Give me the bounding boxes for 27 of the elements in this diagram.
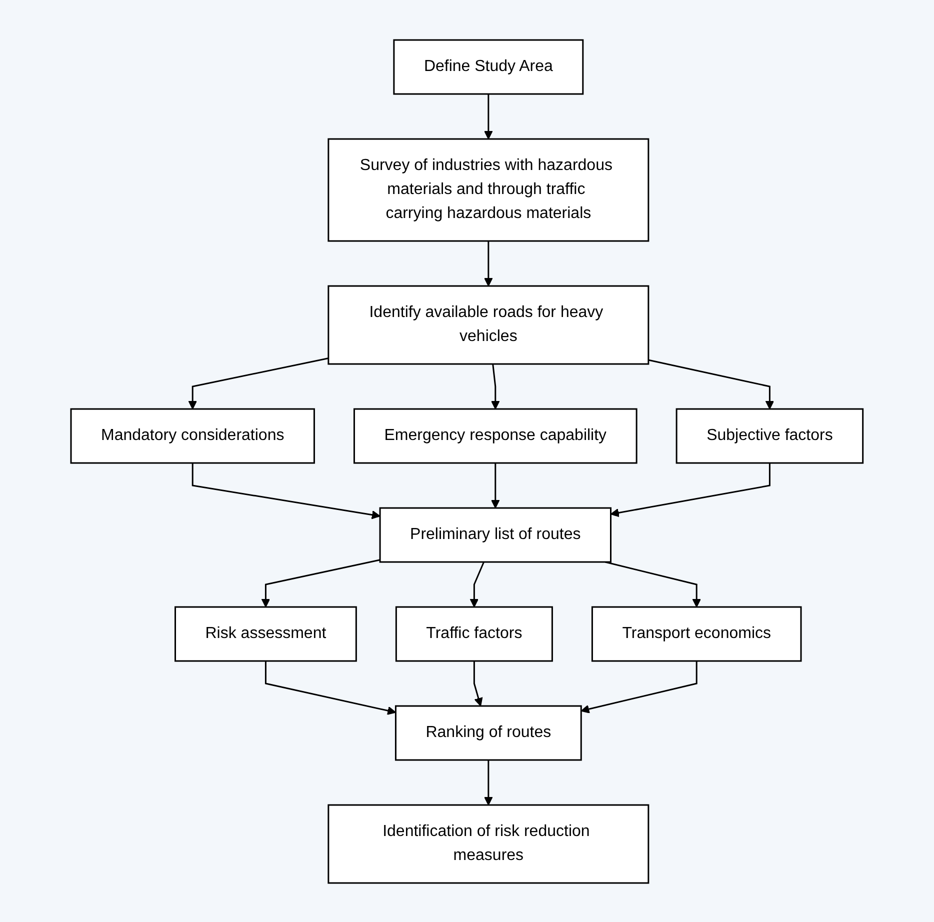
arrow [580,660,698,713]
arrow [648,358,774,409]
arrow [192,462,380,519]
arrow [491,462,500,508]
arrow [484,94,493,139]
arrow [484,760,493,805]
node-box: Traffic factors [396,606,554,662]
arrow [610,462,771,517]
node-box: Preliminary list of routes [379,506,612,562]
node-box: Mandatory considerations [70,408,316,464]
node-box: Transport economics [592,606,802,662]
node-box: Define Study Area [393,38,584,94]
node-box: Emergency response capability [354,408,638,464]
arrow [491,363,500,409]
node-box: Identify available roads for heavy vehicles [328,284,650,364]
node-box: Subjective factors [676,408,864,464]
node-box: Risk assessment [174,606,357,662]
node-box: Identification of risk reduction measures [328,804,650,884]
arrow [188,357,329,409]
arrow [470,561,485,607]
node-box: Survey of industries with hazardous materials and through traffic carrying hazardous materials [328,138,650,242]
arrow [261,558,380,607]
arrow [605,560,702,607]
arrow [474,660,483,706]
node-box: Ranking of routes [395,704,582,760]
arrow [265,660,396,714]
arrow [484,240,493,286]
